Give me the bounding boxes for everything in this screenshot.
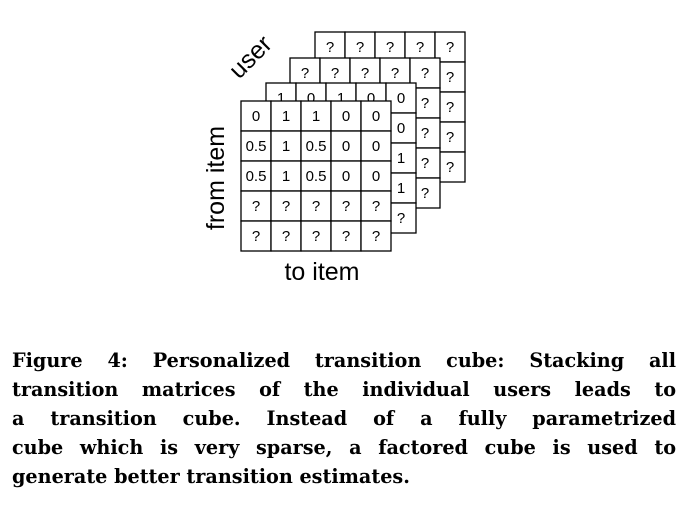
matrix-cell-value: ? (446, 159, 454, 176)
caption-line: transition matrices of the individual us… (12, 378, 676, 401)
matrix-cell-value: ? (446, 69, 454, 86)
matrix-cell-value: 1 (337, 90, 345, 107)
matrix-cell-value: ? (421, 155, 429, 172)
matrix-cell-value: 1 (312, 108, 320, 125)
matrix-cell-value: 0 (397, 120, 405, 137)
matrix-cell (330, 130, 362, 162)
matrix-cell-value: 0 (372, 108, 380, 125)
matrix-cell-value: ? (372, 198, 380, 215)
matrix-cell-value: 1 (282, 168, 290, 185)
matrix-cell (360, 160, 392, 192)
figure-caption: Figure 4: Personalized transition cube: … (12, 346, 676, 491)
matrix-cell-value: 0 (342, 138, 350, 155)
matrix-cell-value: 0.5 (306, 138, 327, 155)
matrix-cell-value: ? (252, 198, 260, 215)
matrix-cell (360, 130, 392, 162)
matrix-cell (360, 220, 392, 252)
matrix-cell (330, 160, 362, 192)
matrix-cell-value: ? (282, 198, 290, 215)
matrix-cell (240, 160, 272, 192)
matrix-cell-value: ? (361, 65, 369, 82)
matrix-cell (300, 100, 332, 132)
matrix-cell (360, 100, 392, 132)
caption-line: generate better transition estimates. (12, 465, 410, 488)
matrix-cell-value: 0 (252, 108, 260, 125)
matrix-cell-value: ? (421, 95, 429, 112)
matrix-cell (270, 190, 302, 222)
caption-line: cube which is very sparse, a factored cu… (12, 436, 676, 459)
matrix-cell-value: ? (446, 39, 454, 56)
matrix-cell-value: ? (421, 125, 429, 142)
matrix-cell-value: ? (282, 228, 290, 245)
matrix-cell-value: 0 (397, 90, 405, 107)
matrix-cell-value: ? (252, 228, 260, 245)
matrix-cell-value: ? (421, 185, 429, 202)
matrix-cell-value: 0 (372, 138, 380, 155)
caption-line: Figure 4: Personalized transition cube: … (12, 349, 676, 372)
matrix-cell-value: ? (416, 39, 424, 56)
transition-cube-diagram: ????????????????????????????????????????… (202, 30, 466, 286)
matrix-cell-value: 1 (282, 138, 290, 155)
matrix-cell-value: 0 (372, 168, 380, 185)
matrix-cell-value: ? (312, 198, 320, 215)
matrix-cell (270, 220, 302, 252)
matrix-cell (330, 100, 362, 132)
matrix-cell-value: 0 (342, 108, 350, 125)
matrix-cell (300, 220, 332, 252)
matrix-cell-value: 1 (282, 108, 290, 125)
matrix-cell-value: ? (397, 210, 405, 227)
matrix-cell-value: ? (386, 39, 394, 56)
matrix-cell-value: ? (446, 99, 454, 116)
matrix-cell-value: ? (326, 39, 334, 56)
matrix-cell-value: 0 (342, 168, 350, 185)
matrix-cell-value: 1 (277, 90, 285, 107)
matrix-cell (344, 31, 376, 63)
cube-layer-front: 0 1 1 0 0 0.5 1 0.5 0 0 0.5 1 0.5 0 0?????????? (240, 100, 392, 252)
matrix-cell-value: ? (312, 228, 320, 245)
matrix-cell-value: ? (331, 65, 339, 82)
matrix-cell (360, 190, 392, 222)
matrix-cell-value: 1 (397, 150, 405, 167)
matrix-cell-value: ? (446, 129, 454, 146)
matrix-cell (300, 160, 332, 192)
cube-layers: ????????????????????????????????????????… (240, 31, 466, 252)
matrix-cell-value: ? (391, 65, 399, 82)
matrix-cell-value: ? (301, 65, 309, 82)
matrix-cell-value: ? (421, 65, 429, 82)
matrix-cell-value: ? (372, 228, 380, 245)
caption-line: a transition cube. Instead of a fully pa… (12, 407, 676, 430)
matrix-cell-value: 0.5 (246, 168, 267, 185)
matrix-cell-value: 0.5 (306, 168, 327, 185)
axis-label-from-item: from item (202, 126, 230, 230)
matrix-cell-value: ? (342, 228, 350, 245)
matrix-cell-value: 0.5 (246, 138, 267, 155)
matrix-cell-value: ? (356, 39, 364, 56)
figure: ????????????????????????????????????????… (202, 30, 466, 286)
matrix-cell-value: ? (342, 198, 350, 215)
axis-label-user: user (223, 30, 277, 84)
matrix-cell (240, 220, 272, 252)
matrix-cell-value: 1 (397, 180, 405, 197)
matrix-cell-value: 0 (307, 90, 315, 107)
axis-label-to-item: to item (284, 258, 359, 286)
matrix-cell-value: 0 (367, 90, 375, 107)
